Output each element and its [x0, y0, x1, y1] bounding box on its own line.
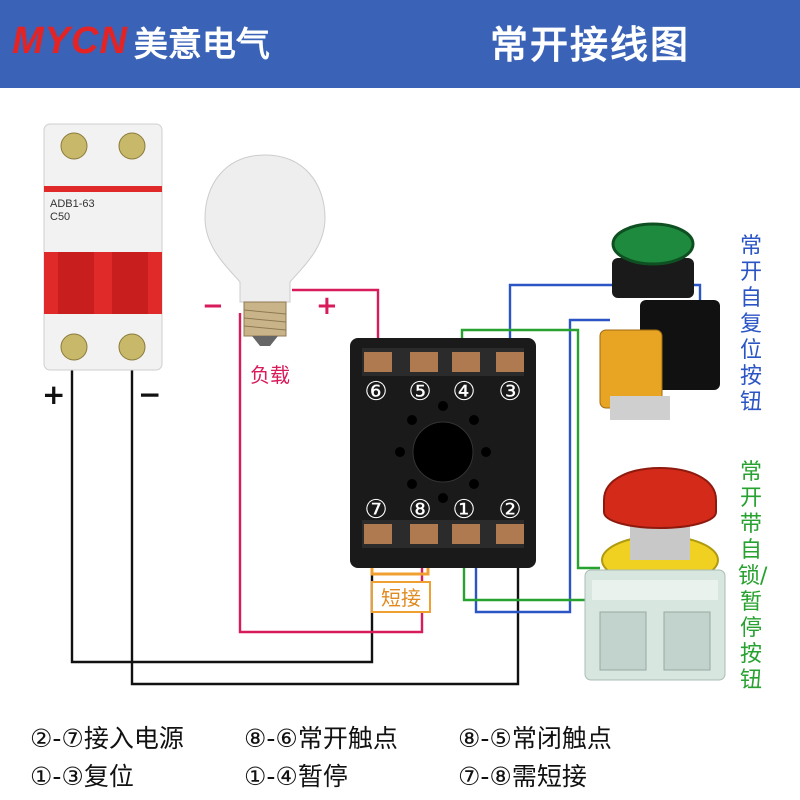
legend-row: ②-⑦接入电源 ⑧-⑥常开触点 ⑧-⑤常闭触点	[30, 718, 790, 756]
breaker-model: ADB1-63	[50, 198, 95, 210]
terminal-8: ⑧	[408, 495, 431, 525]
terminal-1: ①	[452, 495, 475, 525]
breaker-icon: ADB1-63 C50	[43, 123, 163, 371]
terminal-7: ⑦	[364, 495, 387, 525]
legend-item: ②-⑦接入电源	[30, 724, 184, 753]
brand-logo: MYCN 美意电气	[12, 14, 270, 68]
legend-item: ①-③复位	[30, 762, 134, 791]
terminal-4: ④	[452, 377, 475, 407]
legend-item: ⑧-⑤常闭触点	[458, 724, 612, 753]
wiring-diagram: ADB1-63 C50 + − − + 负载 ⑥ ⑤ ④	[42, 123, 726, 686]
wire-blue-reset-a	[508, 283, 702, 348]
push-button-icon	[599, 222, 720, 420]
breaker-minus-label: −	[138, 378, 161, 411]
estop-side-label: 常开带自锁/暂停按钮	[738, 460, 768, 693]
load-label: 负载	[250, 363, 290, 387]
breaker-plus-label: +	[42, 378, 65, 411]
emergency-stop-icon	[584, 466, 726, 681]
load-plus-label: +	[316, 291, 338, 321]
relay-base-icon	[350, 338, 536, 568]
legend-item: ①-④暂停	[244, 762, 348, 791]
wire-red-load-plus	[292, 288, 380, 348]
load-minus-label: −	[202, 291, 224, 321]
legend-item: ⑦-⑧需短接	[458, 762, 587, 791]
terminal-2: ②	[498, 495, 521, 525]
brand-latin: MYCN	[12, 19, 128, 62]
breaker-rating: C50	[50, 211, 70, 223]
legend-item: ⑧-⑥常开触点	[244, 724, 398, 753]
brand-chinese: 美意电气	[133, 24, 270, 65]
bulb-icon	[204, 154, 326, 346]
wire-green-pause-a	[460, 328, 600, 570]
terminal-3: ③	[498, 377, 521, 407]
short-label: 短接	[381, 586, 421, 610]
terminal-6: ⑥	[364, 377, 387, 407]
header-banner: MYCN 美意电气 常开接线图	[0, 0, 800, 88]
legend: ②-⑦接入电源 ⑧-⑥常开触点 ⑧-⑤常闭触点 ①-③复位 ①-④暂停 ⑦-⑧需…	[30, 718, 790, 794]
page-title: 常开接线图	[490, 23, 691, 67]
terminal-5: ⑤	[408, 377, 431, 407]
short-label-box	[371, 581, 431, 613]
legend-row: ①-③复位 ①-④暂停 ⑦-⑧需短接	[30, 756, 790, 794]
pushbutton-side-label: 常开自复位按钮	[739, 234, 762, 415]
wire-black-power-plus	[70, 360, 374, 664]
wire-blue-reset-b	[474, 318, 610, 614]
